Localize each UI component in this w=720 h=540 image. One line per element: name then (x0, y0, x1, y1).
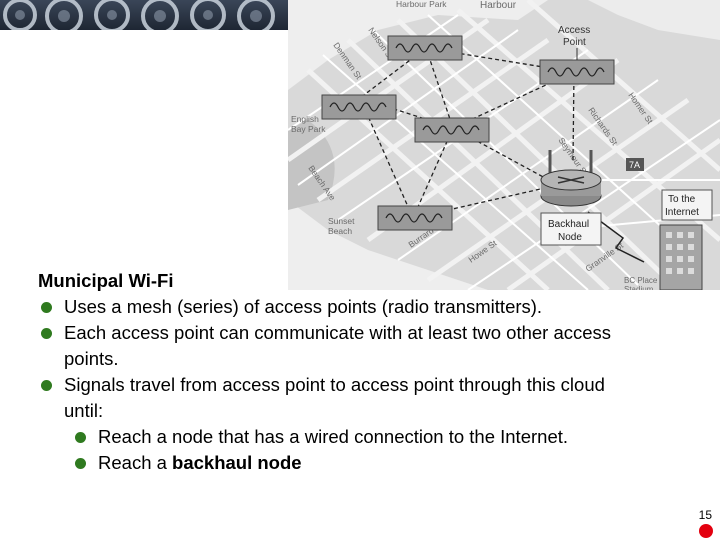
router-icon (540, 150, 602, 207)
street-label: Bay Park (291, 124, 326, 134)
bullet-text-prefix: Reach a (98, 452, 173, 473)
access-point-icon (321, 94, 397, 120)
street-label: Stadium (624, 285, 654, 290)
street-label: Beach (328, 226, 352, 236)
bullet-text: Signals travel from access point to acce… (64, 374, 605, 395)
backhaul-label: Node (558, 232, 582, 243)
mesh-network-map: Harbour Park Harbour English Bay Park Be… (288, 0, 720, 290)
bullet-text: Reach a node that has a wired connection… (98, 426, 569, 447)
page-number: 15 (698, 508, 712, 522)
street-label: English (291, 114, 319, 124)
bullet-text: Each access point can communicate with a… (64, 322, 612, 343)
bullet-icon (41, 328, 52, 339)
street-label: Harbour Park (396, 0, 447, 9)
access-point-icon (377, 205, 453, 231)
slide-body: Municipal Wi-Fi Uses a mesh (series) of … (38, 268, 698, 476)
street-label: Harbour (480, 0, 517, 11)
sub-bullet-item: Reach a node that has a wired connection… (38, 424, 698, 450)
bullet-item: Each access point can communicate with a… (38, 320, 698, 346)
bullet-icon (75, 458, 86, 469)
bullet-text: Uses a mesh (series) of access points (r… (64, 296, 543, 317)
access-point-label: Point (563, 37, 586, 48)
access-point-icon (414, 117, 490, 143)
bullet-continuation: until: (64, 400, 104, 421)
access-point-label: Access (558, 25, 590, 36)
bullet-icon (75, 432, 86, 443)
sub-bullet-item: Reach a backhaul node (38, 450, 698, 476)
building-icon (659, 224, 703, 290)
bullet-icon (41, 380, 52, 391)
bullet-item: Signals travel from access point to acce… (38, 372, 698, 398)
bullet-icon (41, 302, 52, 313)
highway-label: 7A (629, 160, 640, 170)
access-point-icon (387, 35, 463, 61)
header-banner (0, 0, 288, 30)
bullet-continuation: points. (64, 348, 119, 369)
street-label: BC Place (624, 276, 658, 285)
slide-title: Municipal Wi-Fi (38, 270, 174, 291)
street-label: Sunset (328, 216, 355, 226)
internet-label: Internet (665, 207, 699, 218)
internet-label: To the (668, 194, 696, 205)
bullet-item: Uses a mesh (series) of access points (r… (38, 294, 698, 320)
access-point-icon (539, 59, 615, 85)
accent-dot (699, 524, 713, 538)
backhaul-label: Backhaul (548, 219, 589, 230)
bullet-text-bold: backhaul node (172, 452, 302, 473)
